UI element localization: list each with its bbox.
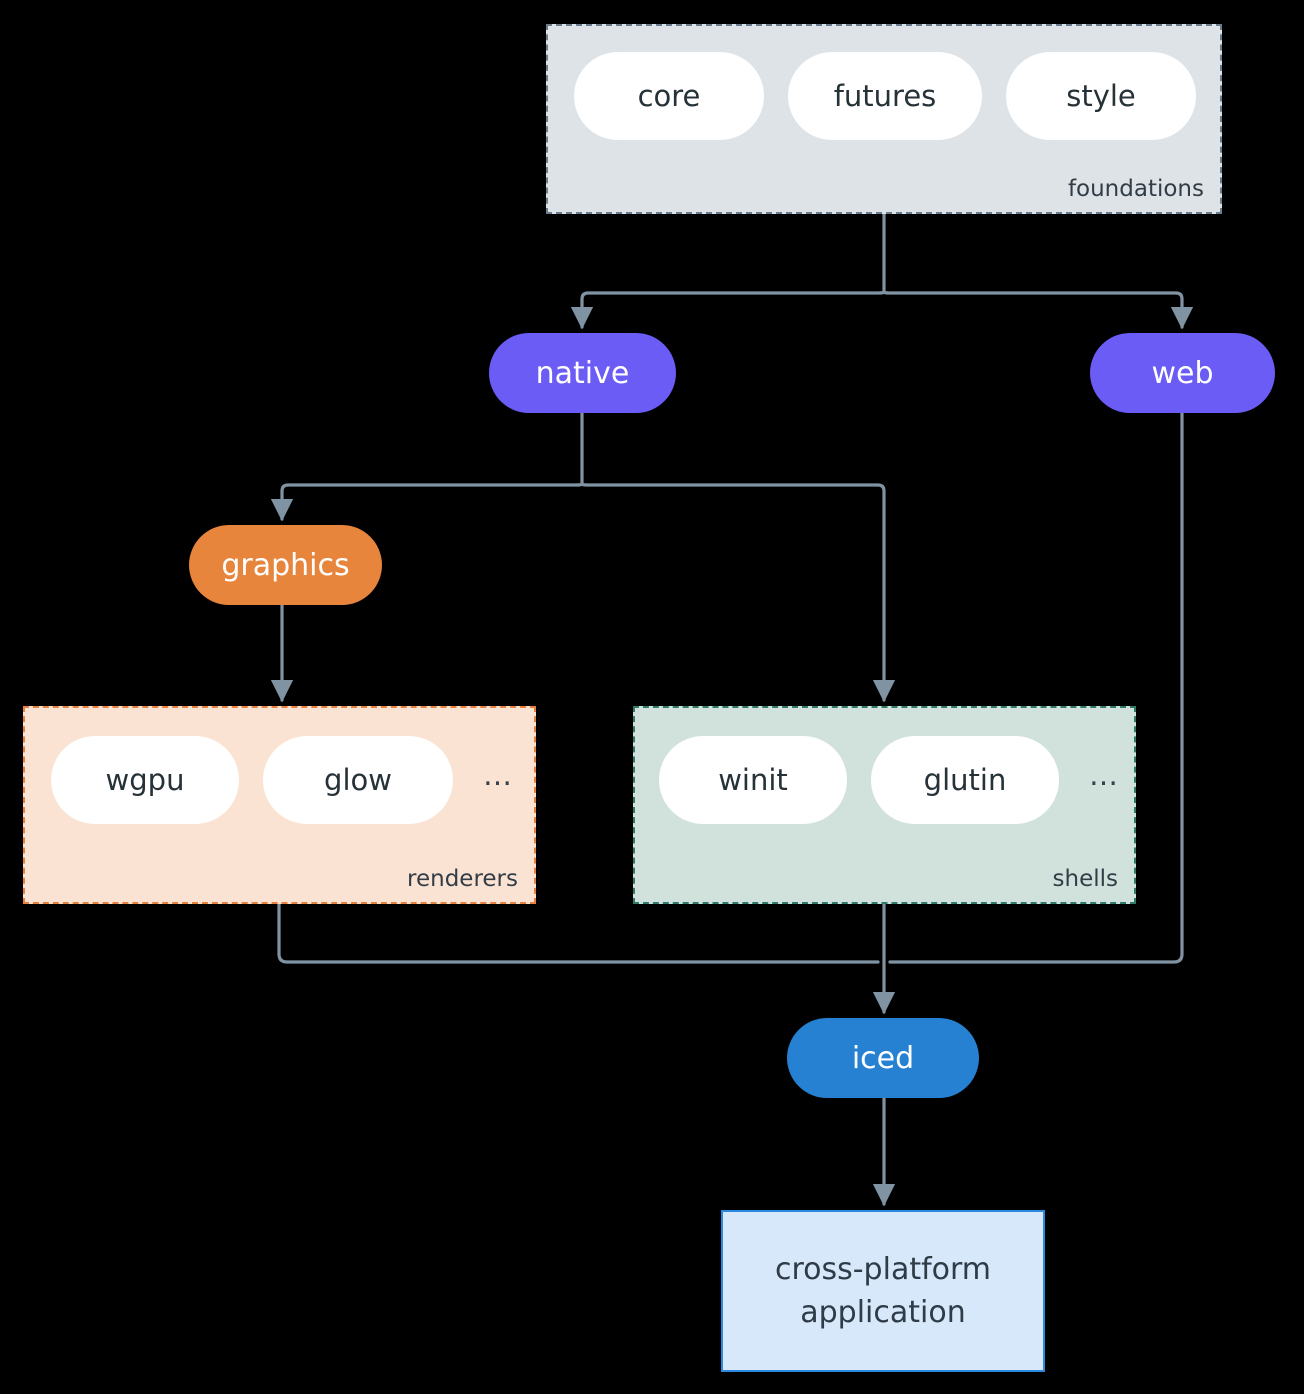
- edge-native-to-shells: [580, 482, 896, 703]
- edge-foundations-to-web: [882, 290, 1194, 330]
- cluster-foundations: core futures style foundations: [546, 24, 1222, 214]
- renderers-item-wgpu[interactable]: wgpu: [51, 736, 239, 824]
- renderers-overflow-ellipsis: …: [483, 758, 514, 792]
- shells-items: winit glutin …: [659, 736, 1120, 824]
- cluster-shells: winit glutin … shells: [633, 706, 1136, 904]
- application-line-1: cross-platform: [774, 1251, 992, 1287]
- foundations-item-futures[interactable]: futures: [788, 52, 982, 140]
- node-native[interactable]: native: [489, 333, 676, 413]
- shells-item-glutin[interactable]: glutin: [871, 736, 1059, 824]
- shells-overflow-ellipsis: …: [1089, 758, 1120, 792]
- renderers-items: wgpu glow …: [51, 736, 514, 824]
- edge-renderers-to-iced: [277, 902, 880, 964]
- node-cross-platform-application[interactable]: cross-platform application: [721, 1210, 1045, 1372]
- cluster-label-foundations: foundations: [1067, 176, 1204, 202]
- cluster-label-renderers: renderers: [407, 866, 518, 892]
- edge-native-to-graphics: [270, 482, 584, 522]
- cluster-label-shells: shells: [1052, 866, 1118, 892]
- shells-item-winit[interactable]: winit: [659, 736, 847, 824]
- foundations-item-core[interactable]: core: [574, 52, 764, 140]
- foundations-item-style[interactable]: style: [1006, 52, 1196, 140]
- foundations-items: core futures style: [574, 52, 1196, 140]
- node-graphics[interactable]: graphics: [189, 525, 382, 605]
- renderers-item-glow[interactable]: glow: [263, 736, 453, 824]
- node-iced[interactable]: iced: [787, 1018, 979, 1098]
- application-line-2: application: [800, 1295, 966, 1330]
- edge-foundations-to-native: [570, 290, 886, 330]
- cluster-renderers: wgpu glow … renderers: [23, 706, 536, 904]
- node-web[interactable]: web: [1090, 333, 1275, 413]
